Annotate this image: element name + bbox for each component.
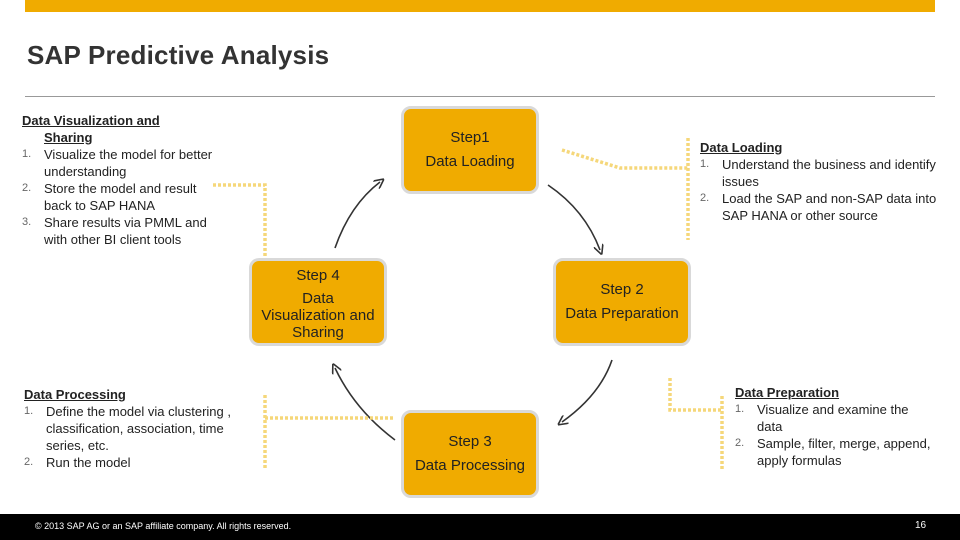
step3-box: Step 3 Data Processing: [401, 410, 539, 498]
data-loading-block: Data Loading 1.Understand the business a…: [700, 139, 940, 224]
list-item: 1.Define the model via clustering , clas…: [24, 404, 231, 453]
arrow-step4-to-step1: [334, 182, 380, 249]
data-processing-block: Data Processing 1.Define the model via c…: [24, 386, 264, 471]
callout-data-loading: [561, 148, 688, 170]
arrow-step1-to-step2: [547, 184, 600, 250]
callout-data-preparation: [668, 378, 722, 412]
step4-label: Step 4: [296, 267, 340, 284]
callout-data-visualization: [213, 183, 267, 265]
arrow-step2-to-step3: [562, 359, 613, 422]
data-preparation-list: 1.Visualize and examine the data 2.Sampl…: [735, 401, 935, 469]
step1-label: Step1: [450, 129, 490, 146]
step3-label: Step 3: [448, 433, 492, 450]
step4-title-line1: Data: [302, 290, 334, 307]
page-number: 16: [915, 520, 927, 531]
footer-bar: [0, 514, 960, 540]
title-divider: [25, 96, 935, 97]
data-visualization-heading-line2: Sharing: [44, 130, 93, 145]
data-visualization-heading-line1: Data Visualization and: [22, 113, 160, 128]
list-item: 2.Load the SAP and non-SAP data into SAP…: [700, 191, 937, 223]
list-item: 3.Share results via PMML and with other …: [22, 215, 207, 247]
top-accent-bar: [25, 0, 935, 12]
list-item: 1.Understand the business and identify i…: [700, 157, 936, 189]
step4-title-line2: Visualization and: [261, 307, 375, 324]
list-item: 2.Run the model: [24, 455, 131, 470]
data-visualization-list: 1.Visualize the model for better underst…: [22, 146, 222, 248]
step3-title: Data Processing: [414, 457, 526, 474]
step4-title-line3: Sharing: [292, 324, 344, 341]
list-item: 1.Visualize and examine the data: [735, 402, 909, 434]
data-visualization-block: Data Visualization and Sharing 1.Visuali…: [22, 112, 222, 248]
step1-title: Data Loading: [425, 153, 515, 170]
step1-box: Step1 Data Loading: [401, 106, 539, 194]
data-preparation-block: Data Preparation 1.Visualize and examine…: [735, 384, 935, 469]
page-title: SAP Predictive Analysis: [27, 40, 330, 70]
arrow-step3-to-step4: [335, 368, 396, 441]
step2-box: Step 2 Data Preparation: [553, 258, 691, 346]
data-processing-heading: Data Processing: [24, 387, 126, 402]
data-processing-list: 1.Define the model via clustering , clas…: [24, 403, 264, 471]
data-preparation-heading: Data Preparation: [735, 385, 840, 400]
list-item: 2.Store the model and result back to SAP…: [22, 181, 197, 213]
step2-label: Step 2: [600, 281, 644, 298]
step2-title: Data Preparation: [565, 305, 679, 322]
data-loading-heading: Data Loading: [700, 140, 783, 155]
list-item: 2.Sample, filter, merge, append, apply f…: [735, 436, 931, 468]
copyright-text: © 2013 SAP AG or an SAP affiliate compan…: [35, 521, 292, 531]
step4-box: Step 4 Data Visualization and Sharing: [249, 258, 387, 346]
data-loading-list: 1.Understand the business and identify i…: [700, 156, 940, 224]
list-item: 1.Visualize the model for better underst…: [22, 147, 213, 179]
